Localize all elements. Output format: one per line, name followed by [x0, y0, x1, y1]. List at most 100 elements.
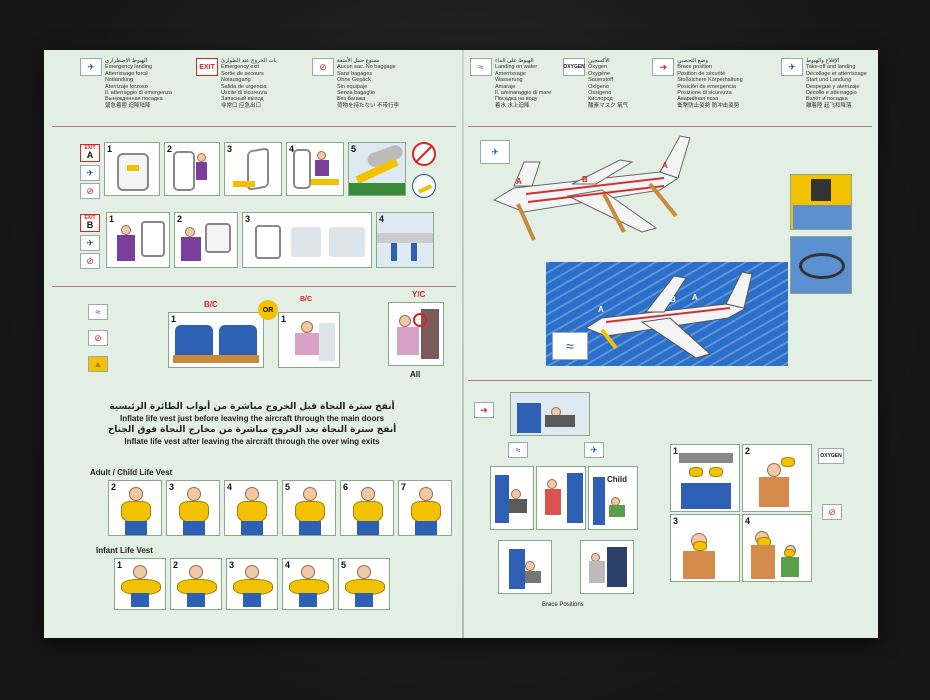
- or-badge: OR: [258, 300, 278, 320]
- passenger-body: [759, 477, 789, 507]
- arrow-right-icon: ➜: [652, 58, 675, 76]
- exit-marker-a: A: [516, 177, 522, 186]
- passenger-body: [357, 521, 379, 535]
- arabic-instruction-2: أنفخ سترة النجاة بعد الخروج مباشرة من مخ…: [107, 425, 397, 435]
- passenger-body: [117, 235, 135, 261]
- passenger-head: [197, 153, 206, 162]
- infant-body: [355, 593, 373, 607]
- step-number: 3: [227, 144, 233, 154]
- life-vest: [237, 501, 267, 523]
- wing: [377, 233, 433, 243]
- door-illustration: [293, 149, 311, 189]
- prohibition-slash: [414, 144, 434, 164]
- passenger-body: [589, 561, 605, 583]
- step-number: 5: [341, 560, 347, 570]
- step-number: 4: [379, 214, 385, 224]
- passenger-body: [183, 521, 205, 535]
- door-illustration: [173, 151, 195, 191]
- seat: [495, 475, 509, 523]
- step-number: 1: [281, 314, 287, 324]
- infant-head: [133, 565, 147, 579]
- exit-b-step-1: 1: [106, 212, 170, 268]
- exit-b-step-3: 3: [242, 212, 372, 268]
- passenger-head: [525, 561, 535, 571]
- divider: [468, 126, 872, 127]
- card-fold: [462, 50, 464, 638]
- no-baggage-icon: ⊘: [88, 330, 108, 346]
- step-number: 2: [173, 560, 179, 570]
- exit-a-step-4: 4: [286, 142, 344, 196]
- infant-head: [245, 565, 259, 579]
- no-smoking-icon: ⊘: [822, 504, 842, 520]
- brace-position-2: [536, 466, 586, 530]
- slide: [516, 203, 536, 241]
- exit-label: EXIT: [84, 145, 96, 151]
- landing-water-icon: ≈: [552, 332, 588, 360]
- passenger: [391, 243, 397, 261]
- brace-position-child: Child: [588, 466, 638, 530]
- oxygen-mask: [689, 467, 703, 477]
- passenger-head: [317, 151, 326, 160]
- header-text: وضع التحصين Brace position Position de s…: [677, 58, 743, 109]
- step-number: 4: [285, 560, 291, 570]
- window-exit: [205, 223, 231, 253]
- life-raft: [799, 253, 845, 279]
- adult-vest-step: 4: [224, 480, 278, 536]
- exit-sign-icon: EXIT: [196, 58, 218, 76]
- passenger-body: [545, 489, 561, 515]
- passenger-head: [547, 479, 557, 489]
- exit-marker-b: B: [670, 295, 676, 304]
- passenger-head: [185, 227, 195, 237]
- divider: [468, 380, 872, 381]
- divider: [52, 126, 456, 127]
- oxygen-mask: [784, 549, 795, 557]
- english-instruction-2: Inflate life vest after leaving the airc…: [124, 437, 380, 446]
- infant-body: [299, 593, 317, 607]
- slide: [648, 182, 678, 218]
- adult-vest-step: 3: [166, 480, 220, 536]
- passenger: [411, 243, 417, 261]
- header-text: باب الخروج عند الطوارئ Emergency exit So…: [221, 58, 277, 109]
- upper-wing-tip: [513, 161, 541, 187]
- seat: [593, 477, 605, 525]
- bc-label: B/C: [204, 300, 218, 309]
- brace-position-4: [580, 540, 634, 594]
- door-slide-detail: [790, 174, 852, 230]
- landing-water-icon: ≈: [88, 304, 108, 320]
- header-text: الهبوط على الماء Landing on water Amerri…: [495, 58, 552, 109]
- plane-landing-icon: ✈: [480, 140, 510, 164]
- wing-upper: [644, 275, 687, 313]
- infant-vest-title: Infant Life Vest: [96, 546, 153, 555]
- raft-detail: [790, 236, 852, 294]
- passenger-body: [315, 160, 329, 176]
- passenger-body: [125, 521, 147, 535]
- wing-upper: [571, 159, 634, 185]
- seats: [681, 483, 731, 509]
- passenger-body: [397, 327, 419, 355]
- passenger-body: [525, 571, 541, 583]
- plane-landing-icon: ✈: [80, 235, 100, 251]
- oxygen-step-1: 1: [670, 444, 740, 512]
- passenger-body: [545, 415, 575, 427]
- step-number: 4: [227, 482, 233, 492]
- passenger-head: [419, 487, 433, 501]
- seat: [517, 403, 541, 433]
- passenger-body: [196, 162, 207, 180]
- passenger-body: [295, 333, 319, 355]
- step-number: 2: [111, 482, 117, 492]
- seat: [567, 473, 583, 523]
- passenger-body: [241, 521, 263, 535]
- jump-slide-icon: [412, 174, 436, 198]
- step-number: 1: [117, 560, 123, 570]
- brace-position-1: [490, 466, 534, 530]
- infant-vest-step: 3: [226, 558, 278, 610]
- plane-landing-icon: ✈: [80, 165, 100, 181]
- arrow-right-icon: ➜: [474, 402, 494, 418]
- header-landing-water: ≈ الهبوط على الماء Landing on water Amer…: [470, 58, 557, 109]
- header-text: الهبوط الاضطراري Emergency landing Atter…: [105, 58, 172, 109]
- oxygen-icon: OXYGEN: [563, 58, 586, 76]
- seat: [319, 323, 335, 361]
- landing-water-icon: ≈: [508, 442, 528, 458]
- door-handle: [127, 165, 139, 171]
